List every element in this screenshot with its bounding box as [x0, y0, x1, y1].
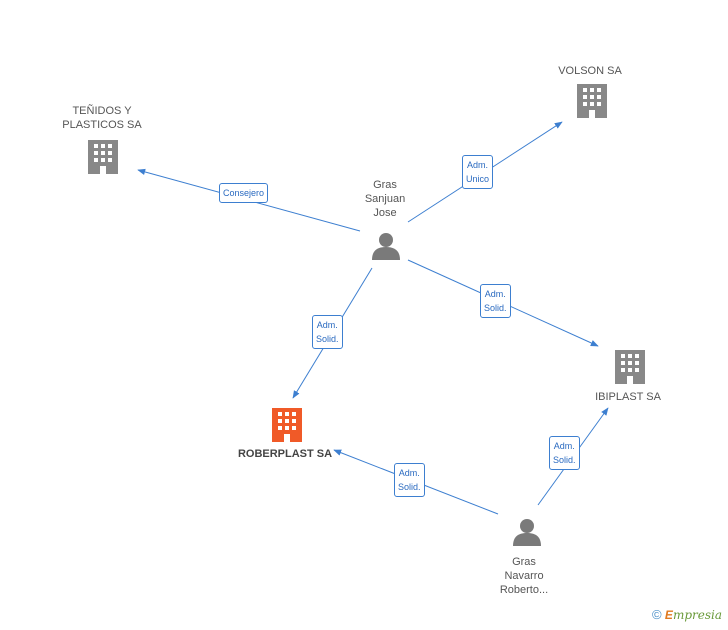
- building-icon-main[interactable]: [272, 408, 302, 442]
- edge-label-adm-solid[interactable]: Adm. Solid.: [394, 463, 425, 497]
- person-icon[interactable]: [513, 519, 541, 546]
- node-label-line: Gras: [373, 179, 397, 191]
- node-label-tenidos[interactable]: TEÑIDOS Y PLASTICOS SA: [52, 104, 152, 132]
- node-label-line: Gras: [512, 556, 536, 568]
- building-icon[interactable]: [88, 140, 118, 174]
- node-label-line: Sanjuan: [364, 193, 406, 205]
- brand-initial: E: [664, 608, 673, 622]
- node-label-line: Jose: [373, 207, 397, 219]
- edge-label-adm-solid[interactable]: Adm. Solid.: [312, 315, 343, 349]
- edge-label-adm-unico[interactable]: Adm. Unico: [462, 155, 494, 189]
- edge-label-adm-solid[interactable]: Adm. Solid.: [549, 436, 580, 470]
- building-icon[interactable]: [577, 84, 607, 118]
- edge-label-consejero[interactable]: Consejero: [219, 183, 269, 203]
- node-label-roberplast[interactable]: ROBERPLAST SA: [225, 447, 345, 461]
- node-label-ibiplast[interactable]: IBIPLAST SA: [580, 390, 676, 404]
- node-label-line: PLASTICOS SA: [62, 119, 142, 131]
- node-label-line: IBIPLAST SA: [595, 391, 661, 403]
- brand-footer: © Empresia: [652, 607, 722, 622]
- brand-name: mpresia: [672, 608, 722, 622]
- copyright-symbol: ©: [651, 607, 662, 622]
- node-label-line: Navarro: [504, 570, 544, 582]
- building-icon[interactable]: [615, 350, 645, 384]
- node-label-line: ROBERPLAST SA: [237, 448, 333, 460]
- node-label-volson[interactable]: VOLSON SA: [540, 64, 640, 78]
- node-label-line: TEÑIDOS Y: [72, 105, 132, 117]
- edge-label-adm-solid[interactable]: Adm. Solid.: [480, 284, 511, 318]
- node-label-line: VOLSON SA: [558, 65, 622, 77]
- person-icon[interactable]: [372, 233, 400, 260]
- node-label-gras-sanjuan[interactable]: Gras Sanjuan Jose: [345, 178, 425, 220]
- node-label-gras-navarro[interactable]: Gras Navarro Roberto...: [484, 555, 564, 597]
- node-label-line: Roberto...: [499, 584, 549, 596]
